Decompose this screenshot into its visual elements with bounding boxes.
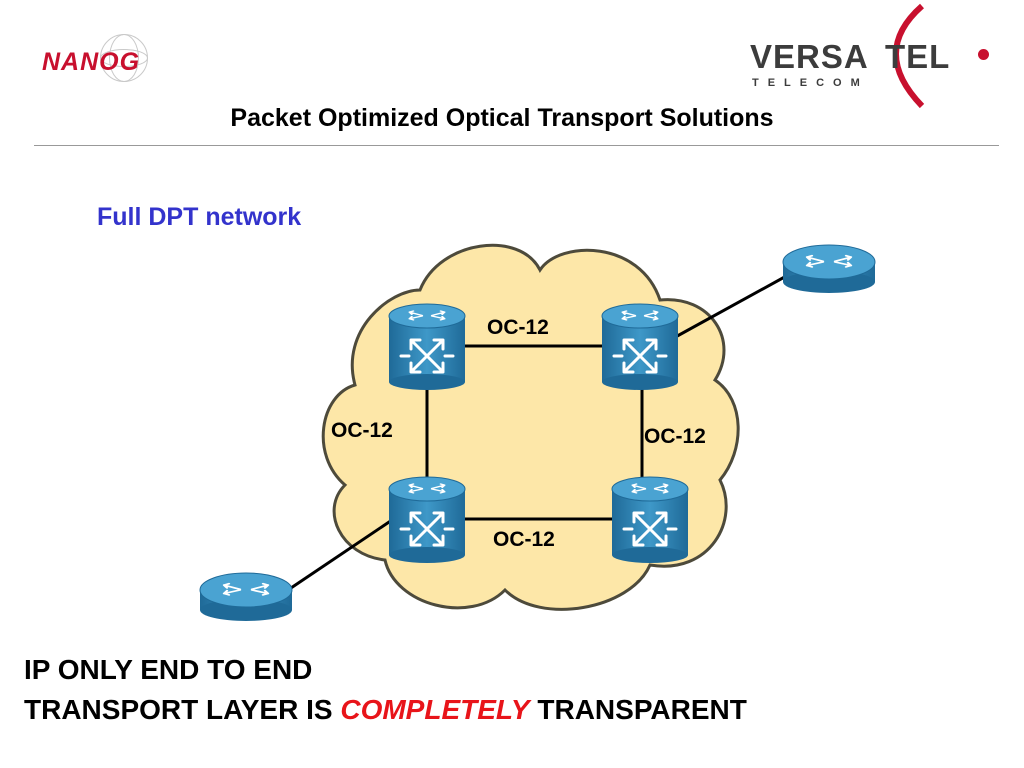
- link-label-top: OC-12: [487, 316, 549, 339]
- footer-line-2: TRANSPORT LAYER IS COMPLETELY TRANSPAREN…: [24, 694, 747, 726]
- versatel-logo-second: TEL: [885, 38, 951, 75]
- diagram-subtitle: Full DPT network: [97, 203, 302, 231]
- switch-router-top-right: [601, 303, 679, 390]
- nanog-logo-text: NANOG: [42, 48, 141, 76]
- page-title: Packet Optimized Optical Transport Solut…: [230, 104, 774, 132]
- switch-router-bottom-left: [388, 476, 466, 563]
- footer-highlight: COMPLETELY: [340, 694, 530, 725]
- arc-icon: [893, 3, 925, 109]
- edge-router-right: [782, 244, 876, 293]
- versatel-logo-sub: TELECOM: [752, 77, 869, 89]
- link-edge-right: [669, 272, 791, 342]
- link-label-left: OC-12: [331, 419, 393, 442]
- dot-icon: [978, 49, 989, 60]
- nanog-logo: NANOG: [40, 34, 190, 94]
- switch-router-top-left: [388, 303, 466, 390]
- versatel-logo-main: VERSA: [750, 38, 869, 75]
- footer-line-2-end: TRANSPARENT: [529, 694, 747, 725]
- edge-router-left: [199, 572, 293, 621]
- link-label-bottom: OC-12: [493, 528, 555, 551]
- switch-router-bottom-right: [611, 476, 689, 563]
- title-divider: [34, 145, 999, 146]
- footer-line-2-start: TRANSPORT LAYER IS: [24, 694, 341, 725]
- link-label-right: OC-12: [644, 425, 706, 448]
- globe-icon: [100, 34, 148, 82]
- footer-line-1: IP ONLY END TO END: [24, 654, 313, 685]
- link-edge-left: [284, 516, 396, 594]
- versatel-logo: VERSA TEL TELECOM: [744, 0, 1004, 112]
